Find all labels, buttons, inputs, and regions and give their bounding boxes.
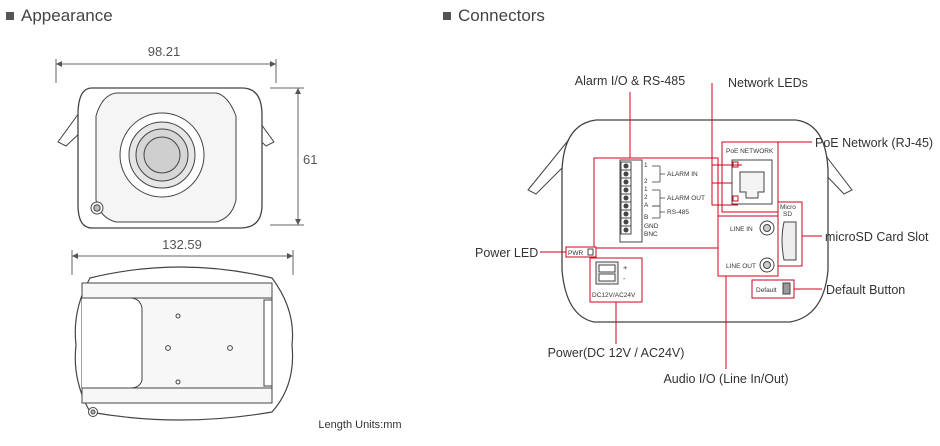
default-button-callout: Default Button [826, 283, 905, 297]
top-view [71, 250, 294, 421]
alarm-out-label: ALARM OUT [667, 195, 705, 202]
connectors-title: Connectors [458, 6, 545, 25]
rs485-label: RS-485 [667, 209, 689, 216]
line-in-label: LINE IN [730, 226, 753, 233]
gnd-label: GND [644, 223, 659, 230]
dc-label: DC12V/AC24V [592, 292, 636, 299]
plus-label: + [623, 263, 628, 272]
micro-label: Micro [780, 204, 796, 211]
square-bullet-icon [443, 12, 451, 20]
network-leds-callout: Network LEDs [728, 76, 808, 90]
power-led-callout: Power LED [475, 246, 538, 260]
alarm-rs485-terminal-block: 1 2 1 2 A B ALARM IN ALARM OUT RS-485 GN… [593, 157, 719, 249]
appearance-title: Appearance [21, 6, 113, 25]
power-callout: Power(DC 12V / AC24V) [548, 346, 685, 360]
width-dimension: 98.21 [148, 44, 181, 59]
pin-label: 1 [644, 162, 648, 169]
bnc-label: BNC [644, 231, 658, 238]
audio-ports: LINE IN LINE OUT [717, 215, 779, 277]
pin-label: 2 [644, 194, 648, 201]
connectors-heading: Connectors [443, 6, 545, 26]
audio-callout: Audio I/O (Line In/Out) [663, 372, 788, 386]
microsd-slot: Micro SD [777, 201, 803, 267]
line-out-label: LINE OUT [726, 263, 756, 270]
power-led: PWR [565, 246, 597, 258]
poe-network-label: PoE NETWORK [726, 148, 774, 155]
length-dimension: 132.59 [162, 237, 202, 252]
pin-label: A [644, 202, 649, 209]
poe-network-port: PoE NETWORK [721, 141, 779, 213]
pwr-label: PWR [568, 250, 583, 257]
pin-label: 1 [644, 186, 648, 193]
microsd-callout: microSD Card Slot [825, 230, 929, 244]
sd-label: SD [783, 211, 792, 218]
pin-label: B [644, 214, 648, 221]
poe-callout: PoE Network (RJ-45) [815, 136, 933, 150]
square-bullet-icon [6, 12, 14, 20]
height-dimension: 61 [303, 152, 317, 167]
appearance-heading: Appearance [6, 6, 113, 26]
front-view [55, 59, 304, 229]
pin-label: 2 [644, 178, 648, 185]
default-button: Default [751, 279, 795, 299]
alarm-rs485-callout: Alarm I/O & RS-485 [575, 74, 685, 88]
callout-lines [540, 83, 822, 369]
default-label: Default [756, 287, 777, 294]
power-connector: + - DC12V/AC24V [589, 257, 643, 303]
minus-label: - [623, 274, 626, 283]
alarm-in-label: ALARM IN [667, 171, 698, 178]
length-units-note: Length Units:mm [318, 419, 401, 431]
